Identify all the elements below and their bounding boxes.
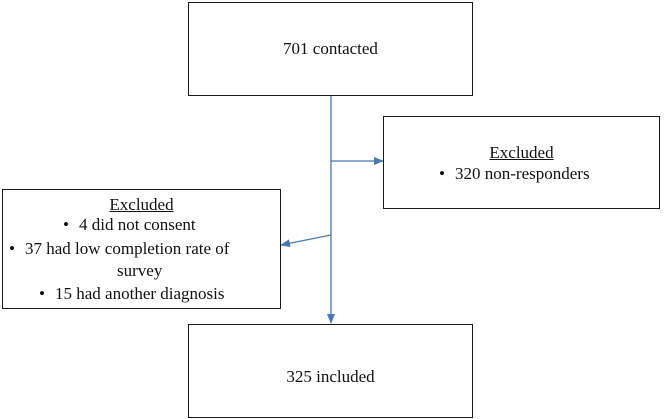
left-exclusion-bullet-text: survey [117, 261, 163, 280]
left-exclusion-bullet-item: • 15 had another diagnosis [39, 284, 225, 304]
right-exclusion-box: Excluded • 320 non-responders [383, 116, 660, 209]
left-exclusion-bullet-text: 4 did not consent [79, 215, 196, 234]
bullet-dot-icon: • [439, 164, 445, 183]
left-exclusion-arrow [280, 234, 332, 248]
left-exclusion-bullet-text: 15 had another diagnosis [55, 284, 225, 303]
bullet-dot-icon: • [9, 239, 15, 258]
left-exclusion-box: Excluded • 4 did not consent • 37 had low … [2, 189, 281, 309]
right-exclusion-bullet-text: 320 non-responders [455, 164, 590, 183]
left-exclusion-heading: Excluded [109, 195, 174, 214]
included-label: 325 included [286, 367, 375, 386]
contacted-box: 701 contacted [188, 2, 473, 96]
left-exclusion-bullet-item: • 37 had low completion rate of [9, 239, 229, 259]
contacted-label: 701 contacted [283, 39, 378, 58]
included-box: 325 included [188, 324, 473, 418]
left-exclusion-bullet-continuation: survey [117, 261, 162, 281]
left-exclusion-bullet-item: • 4 did not consent [63, 215, 196, 235]
left-exclusion-bullet-text: 37 had low completion rate of [25, 239, 230, 258]
right-exclusion-bullet-item: • 320 non-responders [439, 164, 590, 184]
bullet-dot-icon: • [63, 215, 69, 234]
bullet-dot-icon: • [39, 284, 45, 303]
right-exclusion-heading: Excluded [489, 143, 554, 162]
